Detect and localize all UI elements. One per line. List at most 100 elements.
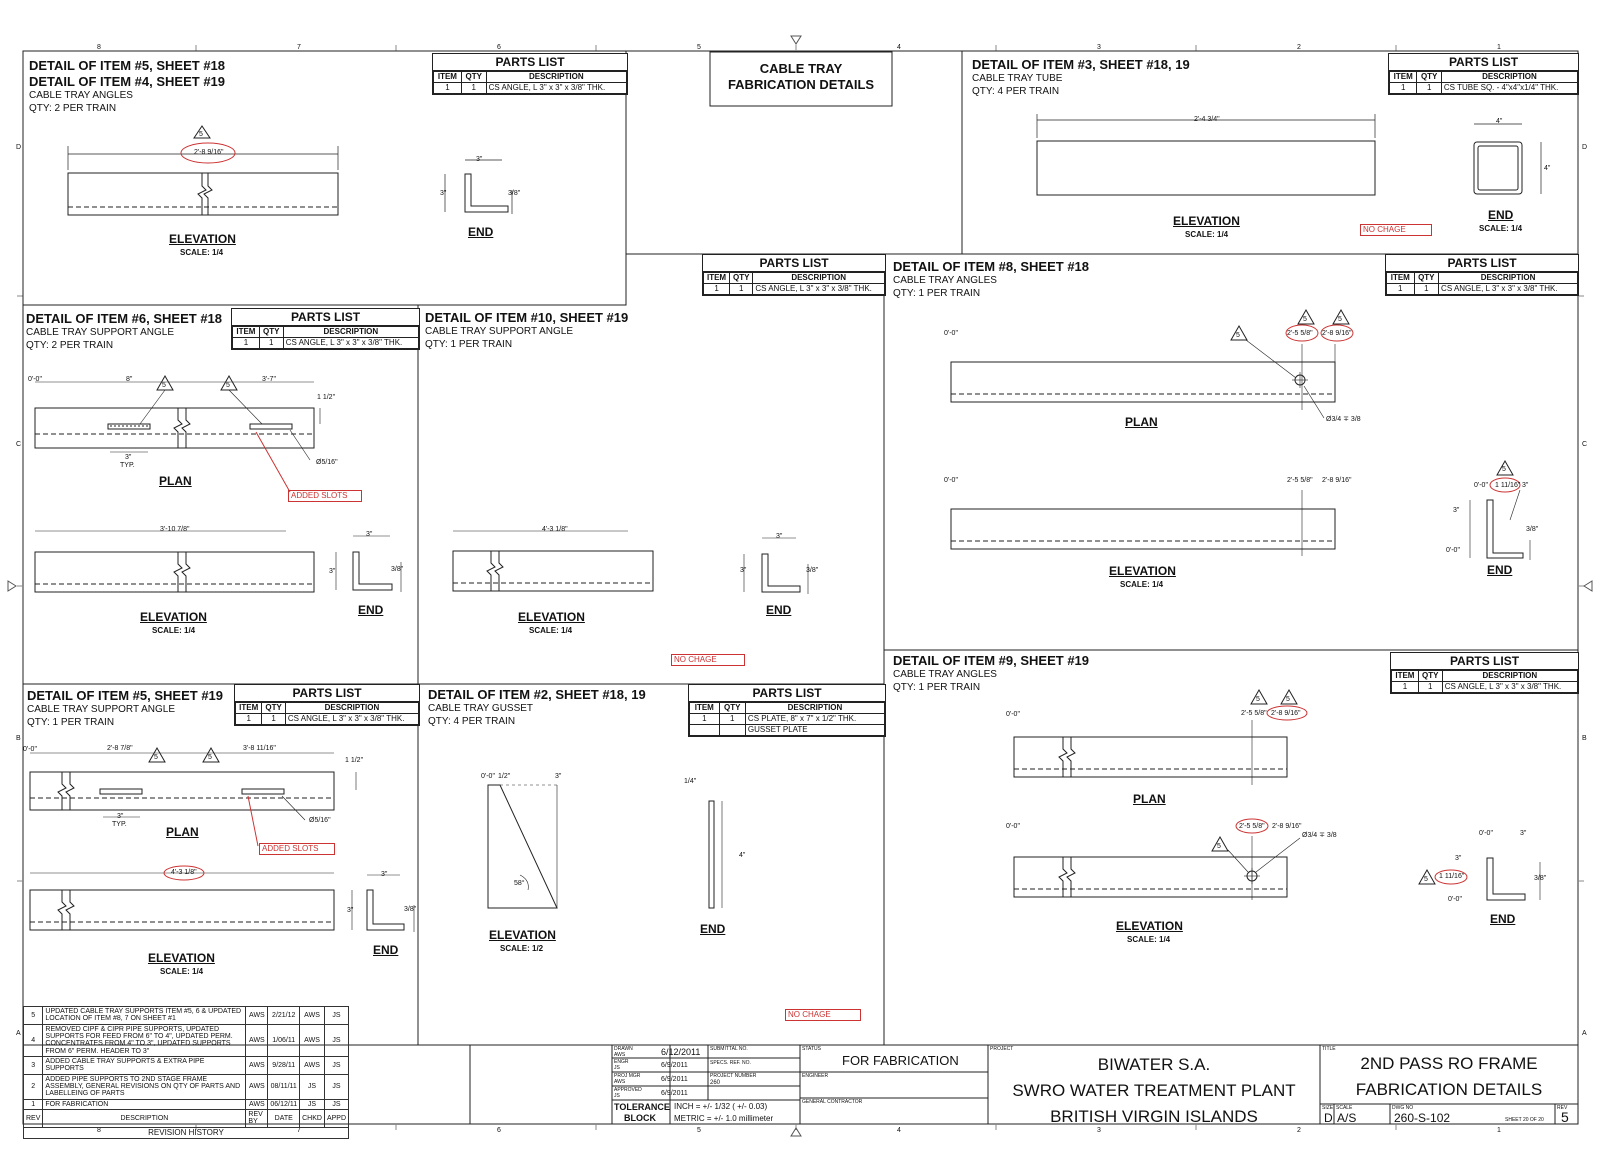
dimension: 3/8" [1526,526,1539,533]
dimension: 3" [1520,830,1527,837]
parts-list-title: PARTS LIST [1386,255,1578,272]
tb-label: PROJECT [990,1046,1014,1052]
rev-description: UPDATED CABLE TRAY SUPPORTS ITEM #5, 6 &… [42,1006,247,1025]
view-label: END [1488,208,1514,222]
detail-qty: QTY: 1 PER TRAIN [27,717,115,728]
dimension: 3'-7" [262,376,276,383]
zone-letter: B [16,735,21,742]
cell-qty: 1 [1413,283,1440,295]
cell-description: GUSSET PLATE [744,724,886,736]
tb-value: JS [614,1093,620,1099]
cell-item: 1 [1386,283,1415,295]
sheet-scale: A/S [1337,1111,1357,1125]
detail-subtitle: CABLE TRAY ANGLES [893,669,997,680]
col-item: ITEM [1386,272,1415,284]
dimension: 0'-0" [944,330,958,337]
col-qty: QTY [460,71,487,83]
detail-subtitle: CABLE TRAY GUSSET [428,703,534,714]
dimension: 3" [366,531,373,538]
zone-letter: B [1582,735,1587,742]
rev-checked: AWS [299,1056,325,1075]
tb-label: GENERAL CONTRACTOR [802,1099,863,1105]
view-scale: SCALE: 1/4 [180,248,224,257]
dimension: 3/8" [508,190,521,197]
cell-item: 1 [433,82,462,94]
tb-label: APPROVED [614,1087,642,1093]
dimension: 1 11/16" [1495,482,1521,489]
dimension: 3" [776,533,783,540]
cell-item: 1 [702,283,731,295]
revision-marker: 5 [162,382,166,389]
parts-list-title: PARTS LIST [1389,54,1578,71]
col-item: ITEM [1388,71,1418,83]
rev-description: ADDED PIPE SUPPORTS TO 2ND STAGE FRAME A… [42,1073,247,1100]
dimension: 0'-0" [23,746,37,753]
dimension: 3" [1455,855,1462,862]
view-label: ELEVATION [148,951,215,965]
col-item: ITEM [1391,670,1419,682]
revision-marker: 5 [1236,332,1240,339]
zone-letter: D [16,144,22,151]
col-description: DESCRIPTION [1440,71,1579,83]
rev-description: REMOVED CIPF & CIPR PIPE SUPPORTS, UPDAT… [42,1023,247,1058]
zone-number: 2 [1297,1127,1301,1134]
view-scale: SCALE: 1/4 [1479,224,1523,233]
dimension: 2'-8 9/16" [1322,477,1352,484]
view-label: ELEVATION [140,610,207,624]
dimension: 3" [440,190,447,197]
view-scale: SCALE: 1/4 [529,626,573,635]
rev-by: AWS [245,1098,269,1111]
view-scale: SCALE: 1/4 [152,626,196,635]
dimension: 0'-0" [1446,547,1460,554]
tb-value: 6/12/2011 [661,1047,701,1057]
zone-number: 8 [97,44,101,51]
dimension-note: TYP. [120,462,135,469]
dimension: 1 1/2" [345,757,364,764]
revision-marker: 5 [1286,696,1290,703]
dimension: 3" [1453,507,1460,514]
status-value: FOR FABRICATION [842,1053,959,1068]
dimension: 58° [514,880,525,887]
col-qty: QTY [1416,71,1442,83]
dimension: 2'-8 7/8" [107,745,133,752]
tolerance-metric: METRIC = +/- 1.0 millimeter [674,1114,774,1123]
dimension: 3" [555,773,562,780]
view-label: PLAN [1133,792,1166,806]
cell-item: 1 [689,713,720,725]
revision-marker: 5 [1217,843,1221,850]
tb-label: SCALE [1336,1105,1353,1111]
detail-subtitle: CABLE TRAY ANGLES [893,275,997,286]
view-label: END [700,922,726,936]
view-scale: SCALE: 1/4 [1120,580,1164,589]
cell-qty: 1 [460,82,487,94]
dimension: 3/8" [391,566,404,573]
tb-label: DWG NO [1392,1105,1414,1111]
detail-subtitle: CABLE TRAY TUBE [972,73,1063,84]
sheet-heading-line1: CABLE TRAY [759,61,843,76]
view-label: END [1487,563,1513,577]
dimension: 0'-0" [1448,896,1462,903]
rev-header: DESCRIPTION [42,1109,247,1128]
zone-number: 4 [897,44,901,51]
rev-checked: AWS [299,1023,325,1058]
tb-label: PROJECT NUMBER [710,1073,757,1079]
tb-label: REV [1557,1105,1568,1111]
detail-qty: QTY: 1 PER TRAIN [425,339,513,350]
tb-value: 6/9/2011 [661,1062,688,1069]
sheet-heading-line2: FABRICATION DETAILS [727,77,875,93]
view-label: END [766,603,792,617]
zone-letter: C [1582,441,1588,448]
zone-number: 3 [1097,1127,1101,1134]
tb-label: TITLE [1322,1046,1336,1052]
view-label: PLAN [1125,415,1158,429]
revision-marker: 5 [1502,466,1506,473]
detail-qty: QTY: 1 PER TRAIN [893,288,981,299]
rev-approved: JS [323,1023,350,1058]
